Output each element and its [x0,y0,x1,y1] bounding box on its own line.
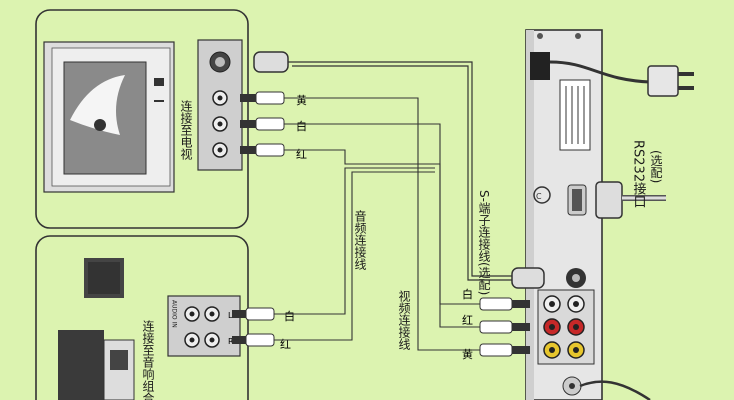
speaker-icon [84,258,124,298]
audio-cable-label: 音频连接线 [353,209,367,270]
tv-icon [43,41,175,193]
rf-cable [579,380,651,400]
certification-icon: C [533,186,551,204]
wire-audio-red-tv [284,149,512,328]
svideo-output-jack [566,268,586,288]
power-plug-icon [549,60,694,97]
wire-label-white-audio: 白 [284,309,295,323]
audio-in-label: AUDIO IN [171,300,178,328]
receiver-rca-plugs [479,297,530,357]
wire-label-yellow-tv: 黄 [296,93,307,107]
svideo-cable [253,51,545,289]
receiver-box: C [525,29,603,400]
audio-in-jacks: AUDIO IN L R [167,295,241,357]
wire-video [284,97,512,351]
wire-audio-red-amp [274,171,435,341]
wire-label-white-receiver: 白 [462,287,473,301]
wire-label-yellow-receiver: 黄 [462,347,473,361]
svg-text:C: C [536,192,542,201]
audio-rca-plugs [232,307,275,347]
tv-panel: 连接至电视 [35,9,249,229]
rca-output-jacks [537,289,595,365]
rs232-port [567,184,587,216]
rf-jack [562,376,582,396]
wire-label-white-tv: 白 [296,119,307,133]
tv-panel-label: 连接至电视 [179,99,193,160]
tv-rca-plugs [240,91,285,157]
audio-r-label: R [228,337,234,346]
rs232-label: RS232接口 [631,140,647,209]
audio-panel-label: 连接至音响组合 [141,319,155,400]
rs232-optional-label: (选配) [649,150,663,183]
wire-label-red-audio: 红 [280,338,291,351]
tv-input-panel [197,39,243,171]
stereo-unit-icon [58,330,135,400]
rs232-cable [595,181,666,219]
wire-label-red-receiver: 红 [462,314,473,327]
wire-audio-white-amp [274,167,435,315]
svideo-cable-label: S-端子连接线(选配) [477,190,491,295]
wire-label-red-tv: 红 [296,148,307,161]
audio-l-label: L [228,311,233,320]
video-cable-label: 视频连接线 [397,289,411,350]
rating-label [559,79,591,151]
audio-panel: 连接至音响组合 AUDIO IN L R [35,235,249,400]
